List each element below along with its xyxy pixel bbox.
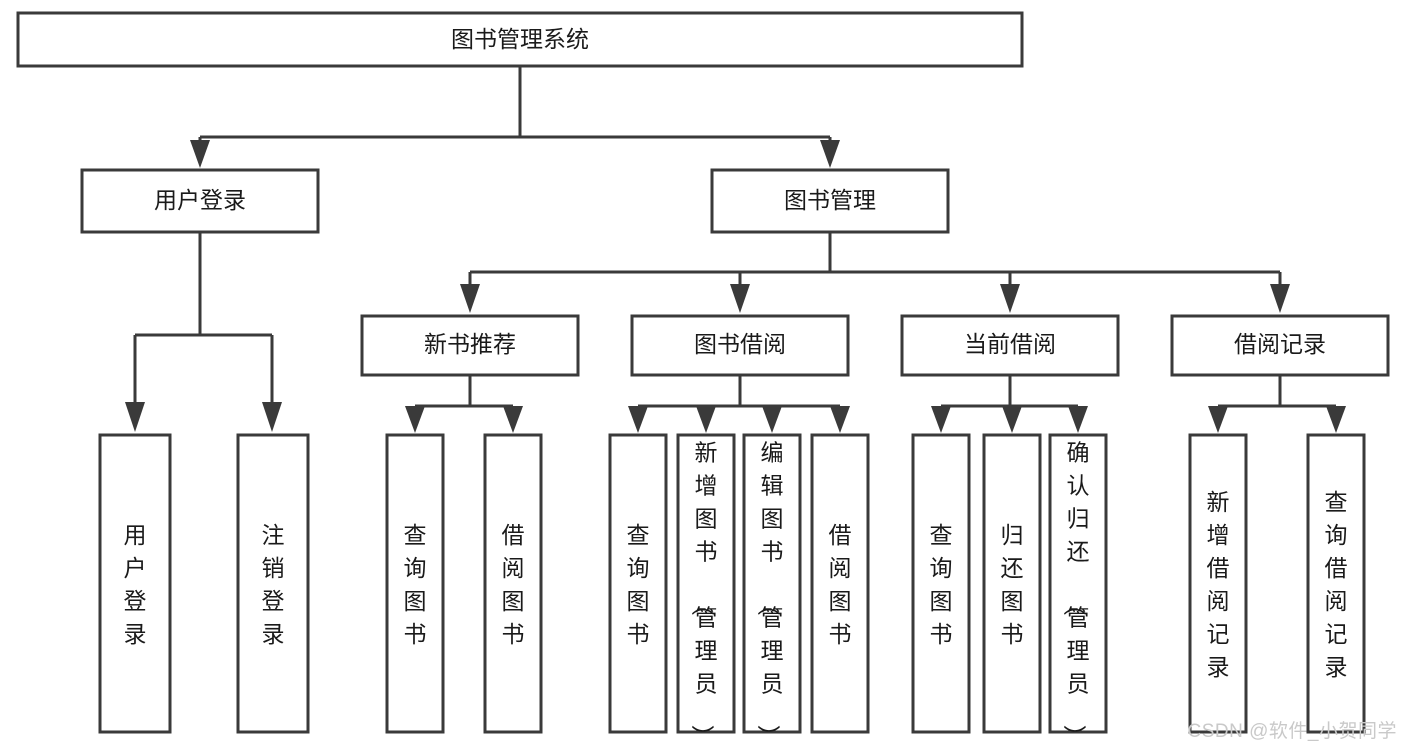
node-new-book-recommend-label: 新书推荐	[424, 331, 516, 357]
arrow-head-leaf-query-book-borrow	[628, 406, 648, 433]
node-borrow-record[interactable]: 借阅记录	[1170, 314, 1390, 377]
leaf-return-book-label: 归还图书	[1001, 522, 1024, 647]
leaf-return-book[interactable]: 归还图书	[982, 433, 1042, 734]
arrow-head-leaf-return-book	[1002, 406, 1022, 433]
leaf-edit-book-admin[interactable]: 编辑图书（管理员）	[742, 433, 802, 747]
arrow-head-leaf-borrow-book	[830, 406, 850, 433]
node-book-borrow[interactable]: 图书借阅	[630, 314, 850, 377]
node-book-management-label: 图书管理	[784, 187, 876, 213]
leaf-borrow-book-rec-box[interactable]	[483, 433, 543, 734]
leaf-add-book-admin-box[interactable]	[676, 433, 736, 734]
leaf-query-book-current-box[interactable]	[911, 433, 971, 734]
leaf-query-borrow-record-label: 查询借阅记录	[1325, 489, 1348, 680]
node-root[interactable]: 图书管理系统	[16, 11, 1024, 68]
leaf-user-login-label: 用户登录	[124, 522, 147, 647]
leaf-add-book-admin-label: 新增图书（管理员）	[690, 440, 718, 747]
connector-layer	[125, 66, 1346, 433]
arrow-head-leaf-add-book-admin	[696, 406, 716, 433]
leaf-edit-book-admin-box[interactable]	[742, 433, 802, 734]
arrow-head-leaf-query-book-rec	[405, 406, 425, 433]
leaf-confirm-return[interactable]: 确认归还（管理员）	[1048, 433, 1108, 747]
leaf-user-login-box[interactable]	[98, 433, 172, 734]
arrow-head-new-book-rec	[460, 284, 480, 313]
arrow-head-leaf-edit-book-admin	[762, 406, 782, 433]
leaf-query-book-borrow[interactable]: 查询图书	[608, 433, 668, 734]
leaf-borrow-book[interactable]: 借阅图书	[810, 433, 870, 734]
arrow-head-leaf-add-borrow-record	[1208, 406, 1228, 433]
arrow-head-leaf-logout	[262, 402, 282, 432]
node-user-login[interactable]: 用户登录	[80, 168, 320, 234]
leaf-user-login[interactable]: 用户登录	[98, 433, 172, 734]
arrow-head-leaf-confirm-return	[1068, 406, 1088, 433]
node-book-borrow-box[interactable]	[630, 314, 850, 377]
leaf-query-borrow-record-box[interactable]	[1306, 433, 1366, 734]
leaf-query-book-current[interactable]: 查询图书	[911, 433, 971, 734]
leaf-edit-book-admin-label: 编辑图书（管理员）	[756, 440, 784, 747]
arrow-head-leaf-query-book-current	[931, 406, 951, 433]
node-current-borrow-label: 当前借阅	[964, 331, 1056, 357]
arrow-head-borrow-record	[1270, 284, 1290, 313]
leaf-logout-label: 注销登录	[262, 522, 285, 647]
leaf-confirm-return-box[interactable]	[1048, 433, 1108, 734]
node-current-borrow-box[interactable]	[900, 314, 1120, 377]
leaf-logout-box[interactable]	[236, 433, 310, 734]
node-root-box[interactable]	[16, 11, 1024, 68]
arrow-head-leaf-query-borrow-record	[1326, 406, 1346, 433]
node-book-management[interactable]: 图书管理	[710, 168, 950, 234]
leaf-query-book-current-label: 查询图书	[930, 522, 953, 647]
leaf-add-borrow-record[interactable]: 新增借阅记录	[1188, 433, 1248, 734]
leaf-query-borrow-record[interactable]: 查询借阅记录	[1306, 433, 1366, 734]
leaf-query-book-rec-label: 查询图书	[404, 522, 427, 647]
leaf-query-book-borrow-label: 查询图书	[627, 522, 650, 647]
leaf-borrow-book-label: 借阅图书	[829, 522, 852, 647]
leaf-query-book-borrow-box[interactable]	[608, 433, 668, 734]
leaf-query-book-rec[interactable]: 查询图书	[385, 433, 445, 734]
node-borrow-record-box[interactable]	[1170, 314, 1390, 377]
csdn-watermark: CSDN @软件_小贺同学	[1187, 721, 1397, 742]
leaf-logout[interactable]: 注销登录	[236, 433, 310, 734]
arrow-head-current-borrow	[1000, 284, 1020, 313]
node-new-book-recommend[interactable]: 新书推荐	[360, 314, 580, 377]
leaf-query-book-rec-box[interactable]	[385, 433, 445, 734]
node-user-login-box[interactable]	[80, 168, 320, 234]
leaf-add-borrow-record-label: 新增借阅记录	[1207, 489, 1230, 680]
arrow-head-leaf-user-login	[125, 402, 145, 432]
node-user-login-label: 用户登录	[154, 187, 246, 213]
leaf-node-layer: 用户登录 注销登录 查询图书 借阅图书 查询图书 新增图书（管理员） 编辑图书（管理员） 借阅…	[98, 433, 1366, 747]
node-book-borrow-label: 图书借阅	[694, 331, 786, 357]
leaf-add-book-admin[interactable]: 新增图书（管理员）	[676, 433, 736, 747]
arrow-head-book-borrow	[730, 284, 750, 313]
node-book-management-box[interactable]	[710, 168, 950, 234]
leaf-add-borrow-record-box[interactable]	[1188, 433, 1248, 734]
node-current-borrow[interactable]: 当前借阅	[900, 314, 1120, 377]
leaf-return-book-box[interactable]	[982, 433, 1042, 734]
leaf-borrow-book-rec[interactable]: 借阅图书	[483, 433, 543, 734]
leaf-confirm-return-label: 确认归还（管理员）	[1062, 440, 1090, 747]
node-new-book-recommend-box[interactable]	[360, 314, 580, 377]
node-root-label: 图书管理系统	[451, 26, 589, 52]
node-borrow-record-label: 借阅记录	[1234, 331, 1326, 357]
arrow-head-user-login	[190, 140, 210, 168]
leaf-borrow-book-box[interactable]	[810, 433, 870, 734]
arrow-head-book-mgmt	[820, 140, 840, 168]
leaf-borrow-book-rec-label: 借阅图书	[502, 522, 525, 647]
arrow-head-leaf-borrow-book-rec	[503, 406, 523, 433]
